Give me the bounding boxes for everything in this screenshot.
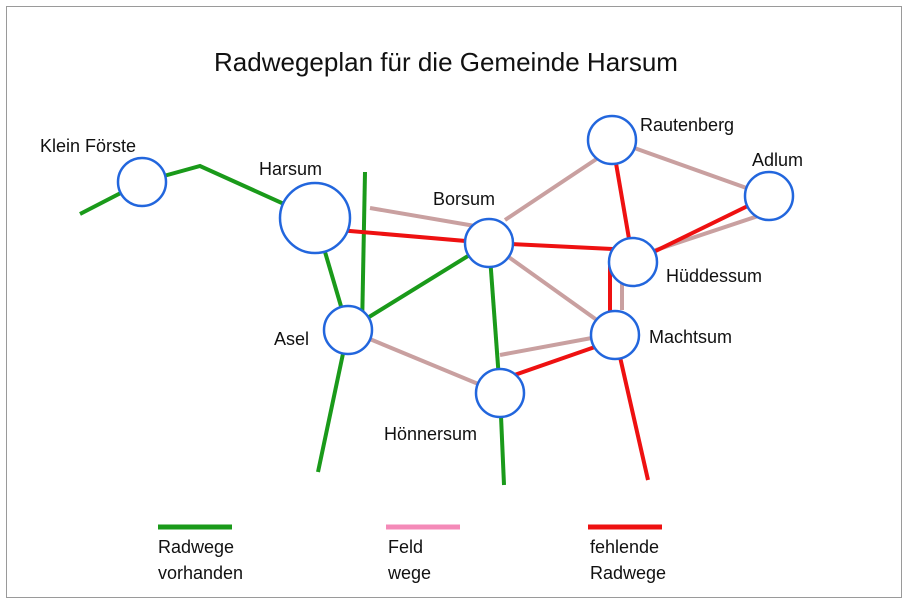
legend-existing-line2: vorhanden [158, 563, 243, 583]
node-harsum [278, 181, 352, 255]
label-hueddessum: Hüddessum [666, 266, 762, 286]
field-rautenberg-adlum [611, 138, 770, 198]
legend-field-line2: wege [387, 563, 431, 583]
path-north-asel [360, 171, 367, 331]
label-adlum: Adlum [752, 150, 803, 170]
diagram-title: Radwegeplan für die Gemeinde Harsum [214, 47, 678, 77]
node-hueddessum [607, 236, 659, 288]
legend-field-line1: Feld [388, 537, 423, 557]
legend-existing-line1: Radwege [158, 537, 234, 557]
path-asel-borsum [346, 241, 491, 332]
field-harsum-borsum [369, 206, 476, 228]
label-klein-foerste: Klein Förste [40, 136, 136, 156]
node-klein-foerste [116, 156, 168, 208]
field-asel-hoennersum [347, 328, 501, 395]
node-asel [322, 304, 374, 356]
label-hoennersum: Hönnersum [384, 424, 477, 444]
legend-missing-line2: Radwege [590, 563, 666, 583]
label-machtsum: Machtsum [649, 327, 732, 347]
label-rautenberg: Rautenberg [640, 115, 734, 135]
node-rautenberg [586, 114, 638, 166]
node-borsum [463, 217, 515, 269]
label-harsum: Harsum [259, 159, 322, 179]
field-borsum-rautenberg [503, 148, 612, 222]
town-nodes [116, 114, 795, 419]
node-adlum [743, 170, 795, 222]
field-borsum-machtsum [487, 241, 617, 335]
legend-missing-line1: fehlende [590, 537, 659, 557]
label-borsum: Borsum [433, 189, 495, 209]
diagram-frame [6, 6, 902, 598]
node-hoennersum [474, 367, 526, 419]
legend: Radwege vorhanden Feld wege fehlende Rad… [158, 524, 666, 583]
label-asel: Asel [274, 329, 309, 349]
node-machtsum [589, 309, 641, 361]
